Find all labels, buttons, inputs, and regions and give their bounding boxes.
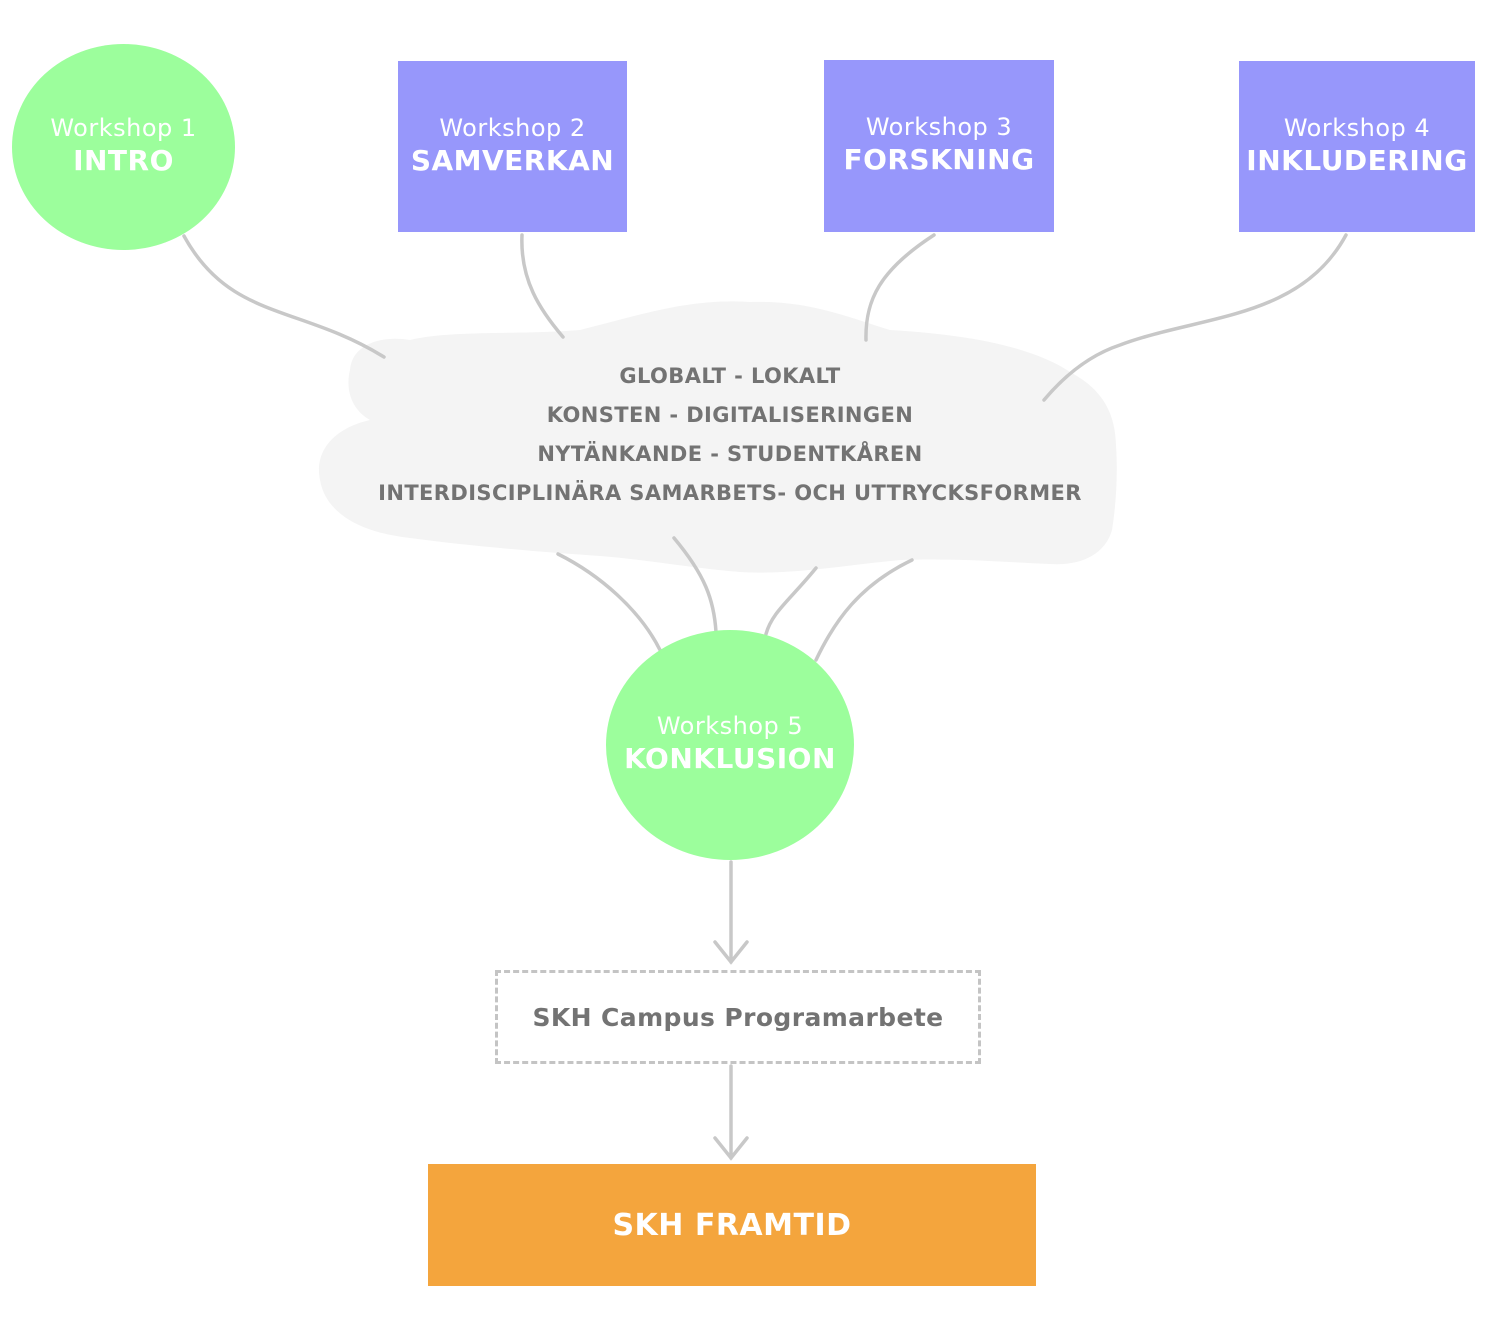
connector-ws2 — [520, 233, 565, 339]
workshop-5-label: Workshop 5 — [656, 712, 804, 741]
result-box: SKH FRAMTID — [428, 1164, 1036, 1286]
connector-cloud-b — [672, 536, 718, 634]
workshop-3-title: FORSKNING — [843, 143, 1035, 177]
connector-ws4 — [1042, 233, 1348, 402]
workshop-4-node: Workshop 4 INKLUDERING — [1239, 61, 1475, 232]
workshop-4-title: INKLUDERING — [1246, 143, 1468, 177]
workshop-4-label: Workshop 4 — [1283, 113, 1431, 142]
workshop-3-label: Workshop 3 — [865, 113, 1013, 142]
arrow-to-result — [713, 1064, 749, 1161]
cloud-theme-line: NYTÄNKANDE - STUDENTKÅREN — [537, 442, 923, 466]
theme-cloud — [318, 301, 1117, 573]
workshop-3-node: Workshop 3 FORSKNING — [824, 60, 1054, 232]
workshop-2-title: SAMVERKAN — [410, 143, 615, 177]
workshop-1-title: INTRO — [73, 144, 174, 178]
workshop-2-label: Workshop 2 — [439, 113, 586, 142]
process-label: SKH Campus Programarbete — [532, 1002, 944, 1032]
cloud-themes: GLOBALT - LOKALT KONSTEN - DIGITALISERIN… — [340, 357, 1120, 513]
connector-cloud-a — [556, 552, 662, 652]
connector-cloud-c — [764, 566, 818, 636]
arrow-to-process — [713, 860, 749, 965]
cloud-theme-line: GLOBALT - LOKALT — [619, 364, 841, 388]
workshop-2-node: Workshop 2 SAMVERKAN — [398, 61, 627, 232]
workshop-1-node: Workshop 1 INTRO — [12, 44, 235, 250]
workshop-5-node: Workshop 5 KONKLUSION — [606, 630, 854, 860]
workshop-1-label: Workshop 1 — [50, 114, 197, 143]
cloud-theme-line: KONSTEN - DIGITALISERINGEN — [546, 403, 914, 427]
cloud-theme-line: INTERDISCIPLINÄRA SAMARBETS- OCH UTTRYCK… — [378, 481, 1082, 505]
connector-ws1 — [182, 234, 386, 359]
process-box: SKH Campus Programarbete — [495, 970, 981, 1064]
result-label: SKH FRAMTID — [612, 1207, 852, 1243]
connector-ws3 — [864, 233, 936, 342]
workshop-5-title: KONKLUSION — [624, 742, 836, 776]
connector-cloud-d — [814, 558, 914, 662]
